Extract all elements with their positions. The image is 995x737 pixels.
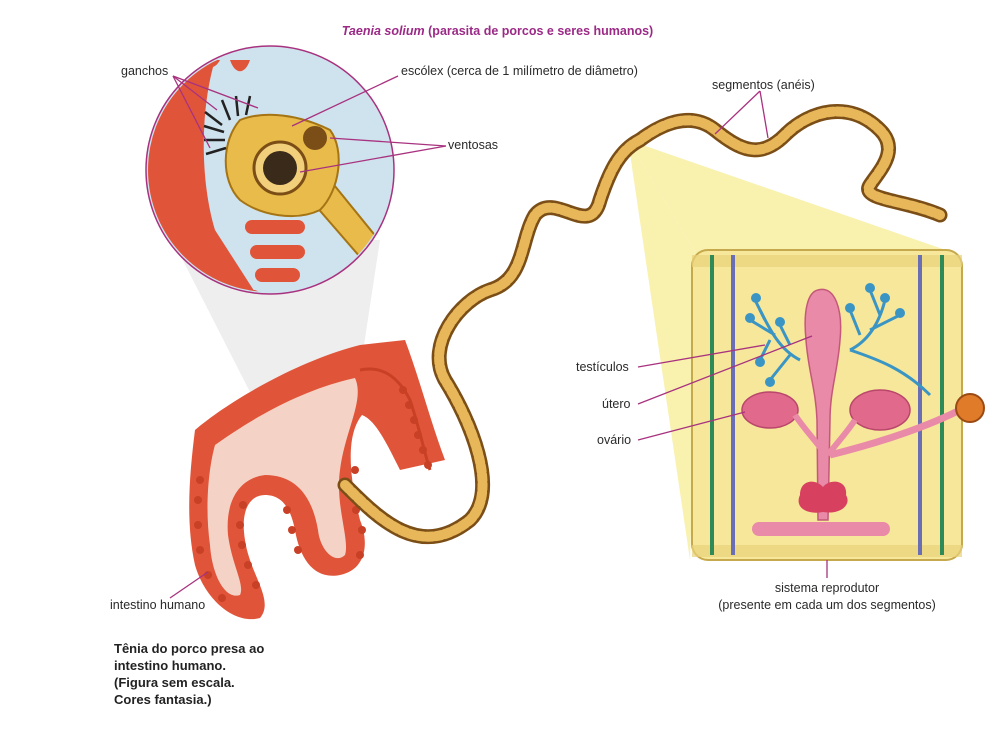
caption-line-2: intestino humano. <box>114 658 226 673</box>
label-segmentos: segmentos (anéis) <box>712 78 815 92</box>
label-ventosas: ventosas <box>448 138 499 152</box>
leader-lines <box>169 75 828 599</box>
label-intestino: intestino humano <box>110 598 206 612</box>
figure-title: Taenia solium (parasita de porcos e sere… <box>0 24 995 38</box>
intestine <box>189 340 445 620</box>
caption-line-4: Cores fantasia.) <box>114 692 212 707</box>
segment-enlarged <box>691 249 985 561</box>
projection-area-top <box>628 140 960 260</box>
label-escolex: escólex (cerca de 1 milímetro de diâmetr… <box>401 64 638 78</box>
caption-line-3: (Figura sem escala. <box>114 675 235 690</box>
label-sistema-line2: (presente em cada um dos segmentos) <box>718 598 936 612</box>
label-ovario: ovário <box>597 433 632 447</box>
caption-line-1: Tênia do porco presa ao <box>114 641 265 656</box>
label-sistema-line1: sistema reprodutor <box>774 581 880 595</box>
label-utero: útero <box>602 397 631 411</box>
label-testiculos: testículos <box>576 360 629 374</box>
title-rest: (parasita de porcos e seres humanos) <box>424 24 654 38</box>
label-ganchos: ganchos <box>121 64 169 78</box>
projection-area-left <box>628 140 700 560</box>
tapeworm-body <box>337 104 948 545</box>
figure-caption: Tênia do porco presa ao intestino humano… <box>114 640 264 708</box>
title-species: Taenia solium <box>341 24 425 38</box>
